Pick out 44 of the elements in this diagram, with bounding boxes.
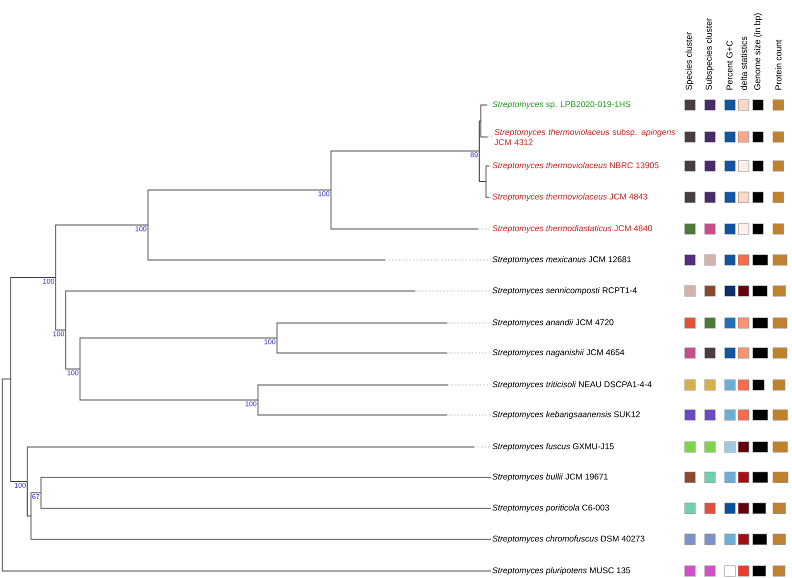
tree-branch <box>40 492 492 509</box>
tree-branch <box>26 446 492 482</box>
taxon-label: Streptomyces thermoviolaceus subsp. apingens JCM 4312 <box>494 128 676 146</box>
tree-branch <box>148 190 332 226</box>
tree-branch <box>65 330 80 370</box>
column-header: Species cluster <box>686 32 694 90</box>
column-header: delta statistics <box>740 36 747 90</box>
tree-branch <box>65 290 492 330</box>
taxon-label: Streptomyces thermodiastaticus JCM 4840 <box>492 225 652 233</box>
taxon-label: Streptomyces mexicanus JCM 12681 <box>492 256 631 264</box>
tree-branch <box>330 190 492 230</box>
column-header: Percent G+C <box>726 40 733 90</box>
taxon-label: Streptomyces naganishii JCM 4654 <box>492 349 624 357</box>
taxon-label: Streptomyces pluripotens MUSC 135 <box>492 567 630 575</box>
tree-branch <box>478 150 492 198</box>
tree-branch <box>478 120 494 152</box>
tree-branch <box>276 322 492 338</box>
tree-branch <box>55 277 66 330</box>
tree-branch <box>258 384 492 400</box>
column-header: Protein count <box>775 40 782 90</box>
taxon-label: Streptomyces sennicomposti RCPT1-4 <box>492 287 637 295</box>
tree-branch <box>330 150 480 190</box>
tree-branch <box>276 338 492 354</box>
tree-branch <box>80 368 258 400</box>
taxon-label: Streptomyces kebangsaanensis SUK12 <box>492 411 640 419</box>
taxon-label: Streptomyces anandii JCM 4720 <box>492 319 614 327</box>
taxon-label: Streptomyces thermoviolaceus JCM 4843 <box>492 193 648 202</box>
tree-branch <box>40 476 492 494</box>
tree-branch <box>55 224 148 278</box>
tree-branch <box>148 224 492 260</box>
taxon-label: Streptomyces chromofuscus DSM 40273 <box>492 535 644 544</box>
taxon-label: Streptomyces poriticola C6-003 <box>492 504 610 512</box>
column-header: Subspecies cluster <box>706 18 714 90</box>
tree-branch <box>2 378 28 482</box>
taxon-label: Streptomyces thermoviolaceus NBRC 13905 <box>492 162 659 170</box>
taxon-label: Streptomyces fuscus GXMU-J15 <box>492 443 614 451</box>
tree-branch <box>258 400 492 416</box>
tree-branch <box>2 378 492 572</box>
taxon-label: Streptomyces sp. LPB2020-019-1HS <box>492 101 630 109</box>
tree-branch <box>26 481 492 540</box>
tree-branch <box>80 338 278 370</box>
taxon-label: Streptomyces bullii JCM 19671 <box>492 473 608 482</box>
column-header: Genome size (in bp) <box>754 13 762 90</box>
taxon-label: Streptomyces triticisoli NEAU DSCPA1-4-4 <box>492 381 652 389</box>
